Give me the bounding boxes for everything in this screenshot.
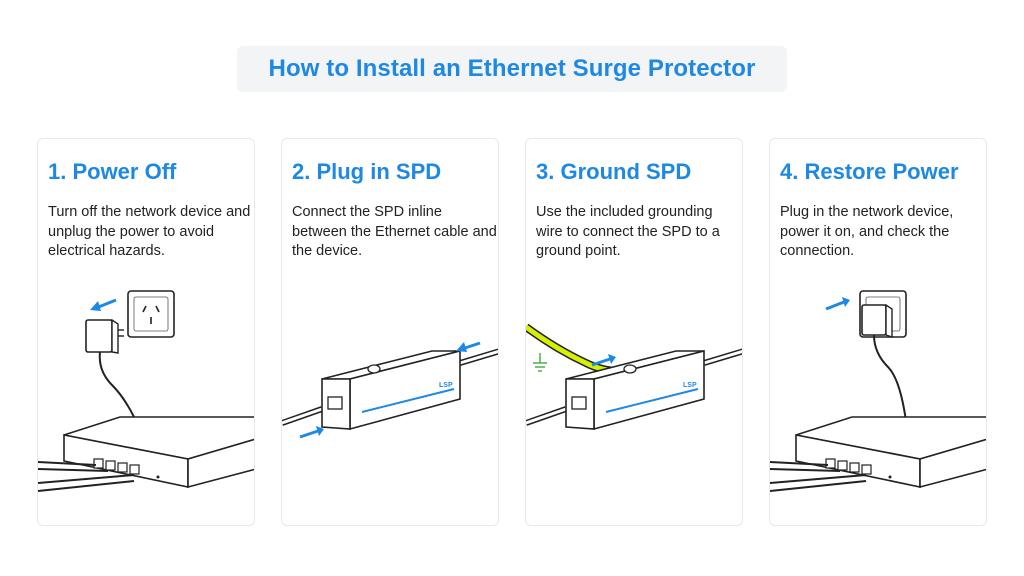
arrow-right-icon xyxy=(299,426,324,439)
arrow-right-icon xyxy=(591,354,616,367)
arrow-left-icon xyxy=(456,341,481,352)
power-adapter-icon xyxy=(861,303,907,422)
step-description: Plug in the network device, power it on,… xyxy=(780,204,954,259)
step-title: 3. Ground SPD xyxy=(536,159,692,184)
router-icon xyxy=(38,416,254,492)
step-card-power-off: 1. Power Off Turn off the network device… xyxy=(37,138,255,526)
arrow-right-icon xyxy=(825,297,850,311)
step-title: 1. Power Off xyxy=(48,159,177,184)
power-adapter-icon xyxy=(85,318,135,418)
step-card-ground-spd: 3. Ground SPD Use the included grounding… xyxy=(525,138,743,526)
device-label: LSP xyxy=(683,382,697,389)
wall-outlet-icon xyxy=(127,290,175,338)
step-card-restore-power: 4. Restore Power Plug in the network dev… xyxy=(769,138,987,526)
ground-symbol-icon xyxy=(533,353,547,372)
router-icon xyxy=(770,416,986,492)
arrow-left-icon xyxy=(90,298,117,311)
page-title: How to Install an Ethernet Surge Protect… xyxy=(268,55,756,82)
step-title: 4. Restore Power xyxy=(780,159,959,184)
power-off-illustration xyxy=(38,290,254,492)
surge-protector-icon: LSP xyxy=(565,349,705,431)
plug-in-spd-illustration: LSP xyxy=(282,341,498,439)
step-description: Use the included grounding wire to conne… xyxy=(536,204,720,259)
step-description: Connect the SPD inline between the Ether… xyxy=(292,204,497,259)
device-label: LSP xyxy=(439,382,453,389)
step-description: Turn off the network device and unplug t… xyxy=(48,204,251,259)
step-title: 2. Plug in SPD xyxy=(292,159,442,184)
restore-power-illustration xyxy=(770,290,986,492)
title-banner: How to Install an Ethernet Surge Protect… xyxy=(237,46,787,92)
ground-spd-illustration: LSP xyxy=(526,323,742,431)
step-card-plug-in-spd: 2. Plug in SPD Connect the SPD inline be… xyxy=(281,138,499,526)
surge-protector-icon: LSP xyxy=(321,349,461,431)
